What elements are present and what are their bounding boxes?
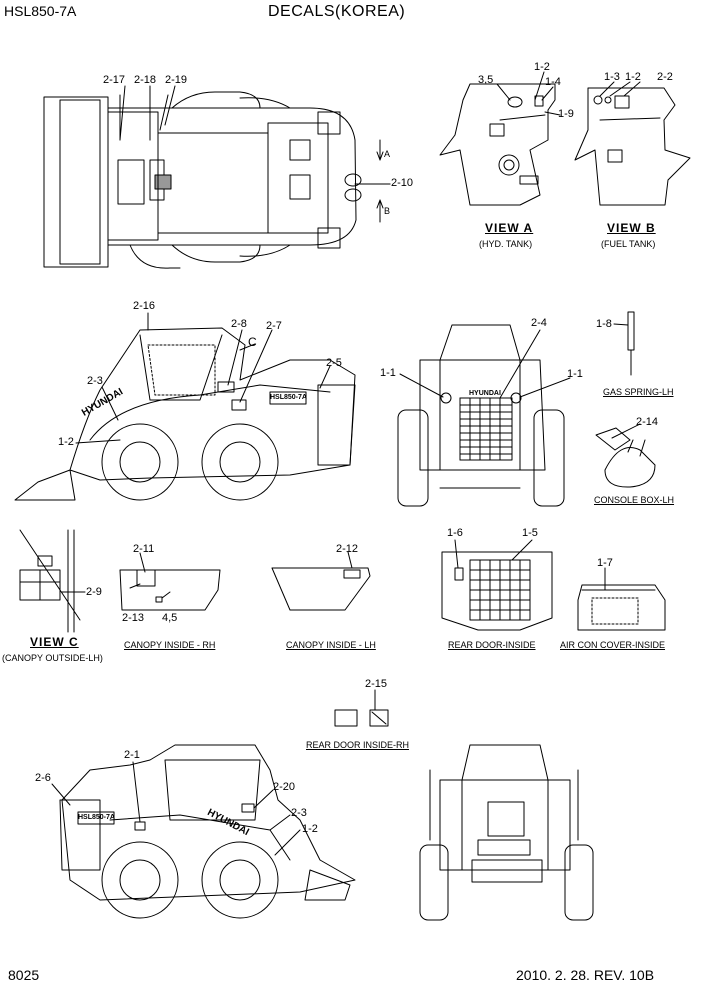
callout: 2-3: [291, 807, 307, 819]
callout: 2-1: [124, 749, 140, 761]
callout: 2-6: [35, 772, 51, 784]
callout: 1-1: [380, 367, 396, 379]
gas-spring: [628, 312, 634, 375]
side-view-rh-machine: [60, 745, 355, 918]
leader-lines: [52, 72, 640, 855]
arrow-label-a: A: [384, 149, 391, 159]
callout: 2-9: [86, 586, 102, 598]
caption-air-con: AIR CON COVER-INSIDE: [560, 640, 666, 650]
model-code: HSL850-7A: [4, 3, 77, 19]
caption-canopy-rh: CANOPY INSIDE - RH: [124, 640, 216, 650]
page-number: 8025: [8, 967, 40, 983]
rear-door-inside: [442, 552, 552, 630]
callout: 2-18: [134, 74, 157, 86]
caption-rear-door-rh: REAR DOOR INSIDE-RH: [306, 740, 410, 750]
callout: 1-1: [567, 368, 583, 380]
callout: 2-15: [365, 678, 388, 690]
view-c-subtitle: (CANOPY OUTSIDE-LH): [2, 653, 103, 663]
callout: 1-8: [596, 318, 612, 330]
callout: 2-14: [636, 416, 659, 428]
callout: 1-4: [545, 76, 561, 88]
callout: 2-19: [165, 74, 188, 86]
callout: 1-5: [522, 527, 538, 539]
view-a-hyd-tank: [440, 84, 555, 205]
callout: 1-2: [625, 71, 641, 83]
callout: 2-10: [391, 177, 414, 189]
callout: 2-20: [273, 781, 296, 793]
view-b-subtitle: (FUEL TANK): [601, 239, 656, 249]
rear-door-inside-rh: [335, 710, 388, 726]
view-b-fuel-tank: [575, 88, 690, 205]
front-view-machine: [420, 745, 593, 920]
callout: 1-2: [534, 61, 550, 73]
view-a-subtitle: (HYD. TANK): [479, 239, 533, 249]
caption-canopy-lh: CANOPY INSIDE - LH: [286, 640, 376, 650]
view-b-title: VIEW B: [607, 221, 656, 235]
callout: 2-7: [266, 320, 282, 332]
caption-rear-door: REAR DOOR-INSIDE: [448, 640, 536, 650]
callout: 1-9: [558, 108, 574, 120]
callout: 2-13: [122, 612, 145, 624]
callout: 2-3: [87, 375, 103, 387]
model-plate-rh: HSL850-7A: [78, 814, 115, 821]
arrow-label-b: B: [384, 206, 391, 216]
callout: 2-16: [133, 300, 156, 312]
air-con-cover: [578, 585, 665, 630]
brand-decal-rear: HYUNDAI: [469, 390, 501, 397]
arrow-label-c: C: [248, 335, 257, 349]
top-view-machine: [44, 92, 390, 268]
callout: 4,5: [162, 612, 178, 624]
canopy-inside-panels: [120, 568, 370, 610]
model-plate-lh: HSL850-7A: [270, 394, 307, 401]
console-box: [596, 428, 655, 487]
caption-gas-spring: GAS SPRING-LH: [603, 387, 674, 397]
callout: 1-7: [597, 557, 613, 569]
view-c-canopy: [20, 530, 80, 632]
callout: 2-11: [133, 543, 155, 555]
callout: 2-5: [326, 357, 342, 369]
callout: 1-6: [447, 527, 463, 539]
callout: 3,5: [478, 74, 494, 86]
callout: 1-3: [604, 71, 620, 83]
side-view-lh-machine: [15, 328, 355, 500]
callout: 2-17: [103, 74, 126, 86]
callout: 2-4: [531, 317, 547, 329]
callout: 2-8: [231, 318, 247, 330]
view-a-title: VIEW A: [485, 221, 534, 235]
callout: 2-2: [657, 71, 673, 83]
callout: 2-12: [336, 543, 359, 555]
callout: 1-2: [302, 823, 318, 835]
callout: 1-2: [58, 436, 74, 448]
caption-console-box: CONSOLE BOX-LH: [594, 495, 675, 505]
rear-view-machine: [398, 325, 564, 506]
page-title: DECALS(KOREA): [268, 3, 406, 20]
revision-date: 2010. 2. 28. REV. 10B: [516, 967, 655, 983]
view-c-title: VIEW C: [30, 635, 79, 649]
